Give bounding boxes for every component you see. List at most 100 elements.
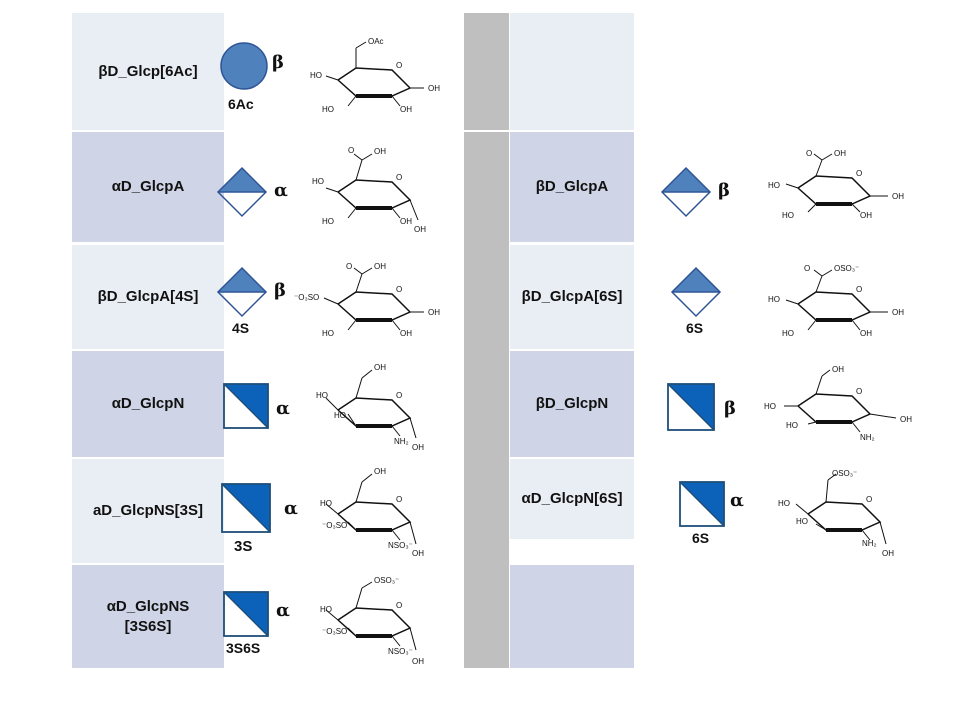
group-label: O: [856, 285, 862, 294]
anomer-label: α: [284, 498, 298, 519]
substituent-label: 6S: [692, 530, 710, 546]
chemical-structure: OSO₃⁻ O O HO HO OH OH: [768, 264, 904, 338]
group-label: NH₂: [862, 539, 877, 548]
group-label: OH: [892, 308, 904, 317]
monosaccharide-name-cont: [3S6S]: [124, 617, 172, 635]
glucosamine-square-icon: [223, 383, 269, 429]
anomer-label: α: [274, 180, 288, 201]
chemical-structure: OH O HO HO NH₂ OH: [764, 365, 912, 442]
anomer-label: β: [724, 398, 736, 419]
name-cell-row4-right: βD_GlcpN: [510, 351, 634, 457]
group-label: O: [396, 285, 402, 294]
group-label: O: [396, 601, 402, 610]
anomer-label: α: [276, 398, 290, 419]
glucosamine-square-icon: [679, 481, 725, 527]
group-label: OH: [414, 225, 426, 234]
chemical-structure: OH O HO HO NH₂ OH: [316, 363, 424, 452]
glucuronic-acid-diamond-icon: [670, 266, 722, 318]
group-label: OH: [860, 211, 872, 220]
monosaccharide-name: βD_GlcpA[4S]: [97, 288, 199, 305]
name-cell-row5-left: aD_GlcpNS[3S]: [72, 459, 224, 563]
group-label: HO: [782, 329, 794, 338]
group-label: HO: [322, 329, 334, 338]
glucuronic-acid-diamond-icon: [216, 166, 268, 218]
substituent-label: 3S6S: [226, 640, 261, 656]
substituent-label: 4S: [232, 320, 250, 336]
chemical-structure: OH O O ⁻O₃SO HO OH OH: [294, 262, 440, 338]
group-label: O: [396, 495, 402, 504]
group-label: HO: [310, 71, 322, 80]
anomer-label: β: [274, 280, 286, 301]
group-label: OH: [834, 149, 846, 158]
substituent-label: 3S: [234, 538, 253, 555]
anomer-label: β: [718, 180, 730, 201]
anomer-label: β: [272, 52, 284, 73]
glucosamine-square-icon: [221, 483, 271, 533]
group-label: NSO₃⁻: [388, 541, 413, 550]
group-label: OH: [900, 415, 912, 424]
glucuronic-acid-diamond-icon: [216, 266, 268, 318]
glucose-circle-icon: [220, 42, 268, 90]
monosaccharide-name: αD_GlcpN: [111, 395, 185, 412]
substituent-label: 6S: [686, 320, 704, 336]
group-label: OH: [428, 308, 440, 317]
group-label: HO: [778, 499, 790, 508]
group-label: OH: [832, 365, 844, 374]
group-label: OH: [374, 363, 386, 372]
glucuronic-acid-diamond-icon: [660, 166, 712, 218]
divider-block: [464, 13, 509, 130]
name-cell-row1-left: βD_Glcp[6Ac]: [72, 13, 224, 130]
group-label: OH: [374, 262, 386, 271]
monosaccharide-name: βD_GlcpN: [535, 395, 609, 412]
monosaccharide-name: αD_GlcpA: [111, 178, 185, 195]
group-label: HO: [312, 177, 324, 186]
group-label: O: [856, 387, 862, 396]
group-label: ⁻O₃SO: [294, 293, 319, 302]
group-label: OH: [860, 329, 872, 338]
name-cell-row6-left: αD_GlcpNS [3S6S]: [72, 565, 224, 668]
group-label: HO: [782, 211, 794, 220]
group-label: NH₂: [860, 433, 875, 442]
group-label: OSO₃⁻: [374, 576, 399, 585]
group-label: HO: [796, 517, 808, 526]
name-cell-row3-right: βD_GlcpA[6S]: [510, 245, 634, 349]
chemical-structure: OH O HO ⁻O₃SO NSO₃⁻ OH: [320, 467, 424, 558]
name-cell-row2-right: βD_GlcpA: [510, 132, 634, 242]
name-cell-row2-left: αD_GlcpA: [72, 132, 224, 242]
monosaccharide-name: αD_GlcpN[6S]: [521, 490, 623, 507]
group-label: OH: [412, 443, 424, 452]
group-label: OH: [400, 217, 412, 226]
group-label: O: [348, 146, 354, 155]
chemical-structure: OSO₃⁻ O HO HO NH₂ OH: [778, 469, 894, 558]
name-cell-row6-right: [510, 565, 634, 668]
group-label: HO: [768, 181, 780, 190]
group-label: O: [866, 495, 872, 504]
group-label: O: [856, 169, 862, 178]
group-label: ⁻O₃SO: [322, 521, 347, 530]
monosaccharide-name: aD_GlcpNS[3S]: [92, 502, 204, 519]
group-label: O: [806, 149, 812, 158]
group-label: HO: [320, 499, 332, 508]
group-label: OH: [892, 192, 904, 201]
group-label: HO: [320, 605, 332, 614]
anomer-label: α: [276, 600, 290, 621]
group-label: OH: [412, 549, 424, 558]
chemical-structure: OH O O HO HO OH OH: [312, 146, 426, 234]
group-label: OH: [882, 549, 894, 558]
group-label: O: [346, 262, 352, 271]
monosaccharide-name: βD_GlcpA[6S]: [521, 288, 623, 305]
group-label: HO: [768, 295, 780, 304]
glucosamine-square-icon: [223, 591, 269, 637]
substituent-label: 6Ac: [228, 96, 254, 112]
monosaccharide-name: βD_Glcp[6Ac]: [98, 62, 198, 80]
monosaccharide-name: αD_GlcpNS: [106, 597, 190, 615]
group-label: OAc: [368, 37, 384, 46]
group-label: O: [396, 173, 402, 182]
monosaccharide-name: βD_GlcpA: [535, 178, 609, 195]
group-label: HO: [322, 217, 334, 226]
group-label: OH: [374, 147, 386, 156]
group-label: HO: [316, 391, 328, 400]
chemical-structure: OAc O HO HO OH OH: [310, 37, 440, 114]
name-cell-row4-left: αD_GlcpN: [72, 351, 224, 457]
name-cell-row1-right: [510, 13, 634, 130]
